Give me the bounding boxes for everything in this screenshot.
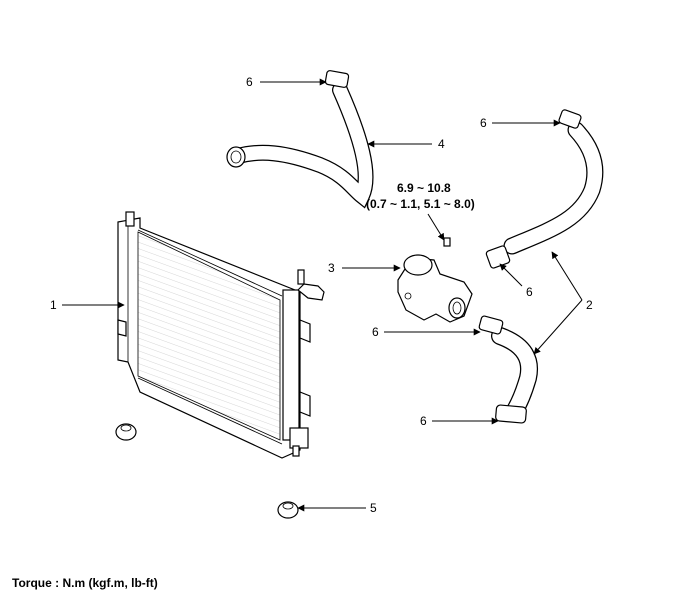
radiator <box>117 211 325 459</box>
callout-6-upper-hose-clamp: 6 <box>246 75 253 89</box>
callout-5: 5 <box>370 501 377 515</box>
callout-6-lower-hose-mid-clamp: 6 <box>526 285 533 299</box>
leader-lines <box>62 78 583 512</box>
callout-6-second-hose-top-clamp: 6 <box>372 325 379 339</box>
water-outlet-fitting <box>397 237 473 323</box>
torque-units-note: Torque : N.m (kgf.m, lb-ft) <box>12 576 158 590</box>
callout-4: 4 <box>438 137 445 151</box>
callout-6-second-hose-bottom-clamp: 6 <box>420 414 427 428</box>
callout-2: 2 <box>586 298 593 312</box>
callout-3: 3 <box>328 261 335 275</box>
callout-1: 1 <box>50 298 57 312</box>
torque-value-converted: (0.7 ~ 1.1, 5.1 ~ 8.0) <box>366 197 475 211</box>
torque-value: 6.9 ~ 10.8 <box>397 181 451 195</box>
upper-hose <box>226 70 374 209</box>
lower-hoses <box>478 109 604 424</box>
callout-6-lower-hose-top-clamp: 6 <box>480 116 487 130</box>
